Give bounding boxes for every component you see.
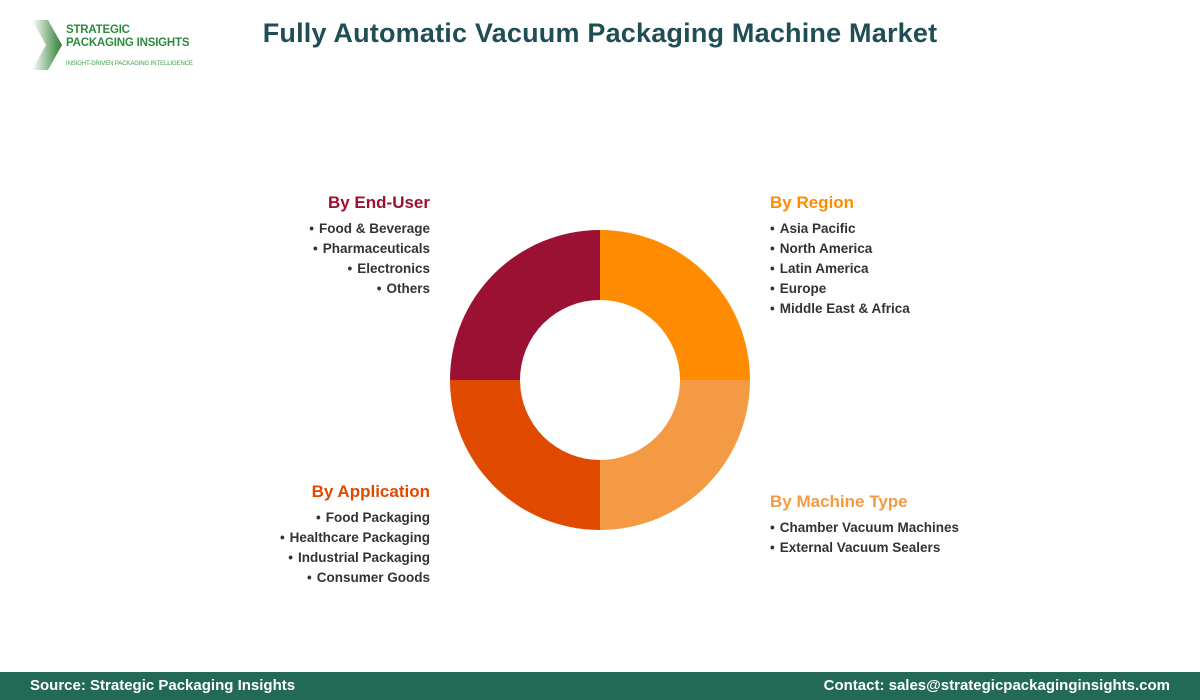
- region-segment: By Region Asia Pacific North America Lat…: [770, 193, 910, 319]
- application-segment: By Application Food Packaging Healthcare…: [280, 482, 430, 588]
- machine-type-heading: By Machine Type: [770, 492, 908, 511]
- segment-end-user: [450, 230, 600, 380]
- machine-type-segment: By Machine Type Chamber Vacuum Machines …: [770, 492, 959, 558]
- region-list: Asia Pacific North America Latin America…: [770, 219, 910, 319]
- list-item: Latin America: [770, 259, 910, 279]
- end-user-heading: By End-User: [327, 193, 430, 212]
- end-user-segment: By End-User Food & Beverage Pharmaceutic…: [309, 193, 430, 299]
- list-item: Europe: [770, 279, 910, 299]
- list-item: Electronics: [309, 259, 430, 279]
- application-list: Food Packaging Healthcare Packaging Indu…: [280, 508, 430, 588]
- list-item: Chamber Vacuum Machines: [770, 518, 959, 538]
- list-item: Pharmaceuticals: [309, 239, 430, 259]
- list-item: Food Packaging: [280, 508, 430, 528]
- list-item: North America: [770, 239, 910, 259]
- list-item: Healthcare Packaging: [280, 528, 430, 548]
- company-logo: STRATEGIC PACKAGING INSIGHTS INSIGHT-DRI…: [30, 18, 230, 72]
- list-item: Asia Pacific: [770, 219, 910, 239]
- list-item: Industrial Packaging: [280, 548, 430, 568]
- segment-machine-type: [600, 380, 750, 530]
- list-item: Consumer Goods: [280, 568, 430, 588]
- page-title: Fully Automatic Vacuum Packaging Machine…: [262, 18, 938, 48]
- region-heading: By Region: [770, 193, 855, 212]
- list-item: External Vacuum Sealers: [770, 538, 959, 558]
- source-text: Source: Strategic Packaging Insights: [30, 677, 296, 694]
- segment-region: [600, 230, 750, 380]
- list-item: Others: [309, 279, 430, 299]
- chevron-arrow-icon: [32, 20, 62, 70]
- logo-line-2: PACKAGING INSIGHTS: [66, 37, 190, 49]
- application-heading: By Application: [311, 482, 430, 501]
- end-user-list: Food & Beverage Pharmaceuticals Electron…: [309, 219, 430, 299]
- segment-application: [450, 380, 600, 530]
- list-item: Middle East & Africa: [770, 299, 910, 319]
- logo-name: STRATEGIC PACKAGING INSIGHTS: [66, 24, 190, 50]
- logo-line-1: STRATEGIC: [66, 24, 130, 36]
- footer-bar: Source: Strategic Packaging Insights Con…: [0, 672, 1200, 700]
- donut-chart: [450, 230, 750, 530]
- machine-type-list: Chamber Vacuum Machines External Vacuum …: [770, 518, 959, 558]
- contact-text: Contact: sales@strategicpackaginginsight…: [823, 677, 1170, 694]
- logo-tagline: INSIGHT-DRIVEN PACKAGING INTELLIGENCE: [66, 61, 193, 67]
- list-item: Food & Beverage: [309, 219, 430, 239]
